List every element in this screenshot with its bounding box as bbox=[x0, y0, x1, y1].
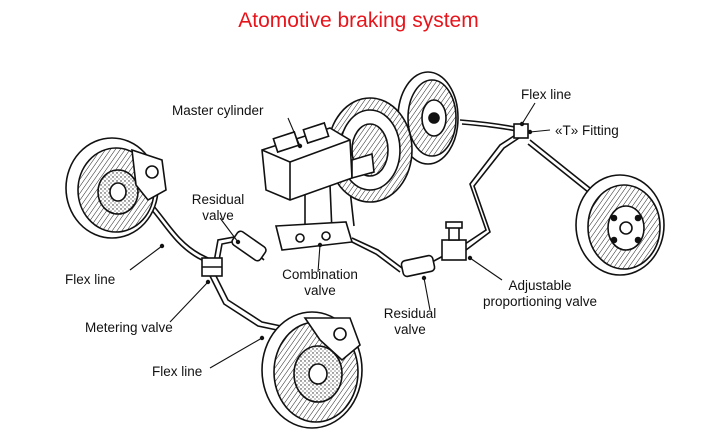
rear-drum-brake bbox=[575, 174, 665, 276]
label-residual-valve-right: Residual valve bbox=[372, 306, 448, 338]
label-residual-valve-right-line2: valve bbox=[394, 322, 426, 337]
label-combination-valve-line2: valve bbox=[304, 283, 336, 298]
label-master-cylinder: Master cylinder bbox=[172, 103, 264, 118]
t-fitting bbox=[513, 123, 529, 139]
label-adjustable-proportioning-line2: proportioning valve bbox=[482, 294, 598, 309]
right-residual-valve bbox=[400, 254, 436, 278]
combination-valve bbox=[274, 221, 354, 251]
label-combination-valve: Combination valve bbox=[268, 267, 372, 299]
left-residual-valve bbox=[231, 230, 267, 262]
label-t-fitting: «T» Fitting bbox=[555, 123, 619, 138]
metering-valve bbox=[201, 257, 223, 277]
label-residual-valve-left: Residual valve bbox=[180, 192, 256, 224]
front-right-disc-brake bbox=[261, 311, 363, 429]
leader-lines bbox=[129, 102, 551, 369]
label-metering-valve: Metering valve bbox=[85, 320, 173, 335]
label-residual-valve-left-line2: valve bbox=[202, 208, 234, 223]
rear-drum-backing-plate bbox=[397, 71, 459, 165]
label-adjustable-proportioning-valve: Adjustable proportioning valve bbox=[470, 278, 610, 310]
front-left-disc-brake bbox=[65, 137, 167, 239]
label-residual-valve-right-line1: Residual bbox=[383, 306, 437, 321]
adjustable-proportioning-valve bbox=[441, 221, 467, 261]
label-flex-line-bottom: Flex line bbox=[152, 364, 203, 379]
label-flex-line-left: Flex line bbox=[65, 272, 116, 287]
diagram-title: Atomotive braking system bbox=[238, 9, 479, 32]
label-adjustable-proportioning-line1: Adjustable bbox=[508, 278, 572, 293]
label-combination-valve-line1: Combination bbox=[282, 267, 358, 282]
label-flex-line-top: Flex line bbox=[521, 87, 572, 102]
label-residual-valve-left-line1: Residual bbox=[191, 192, 245, 207]
leader-dots bbox=[159, 121, 533, 341]
